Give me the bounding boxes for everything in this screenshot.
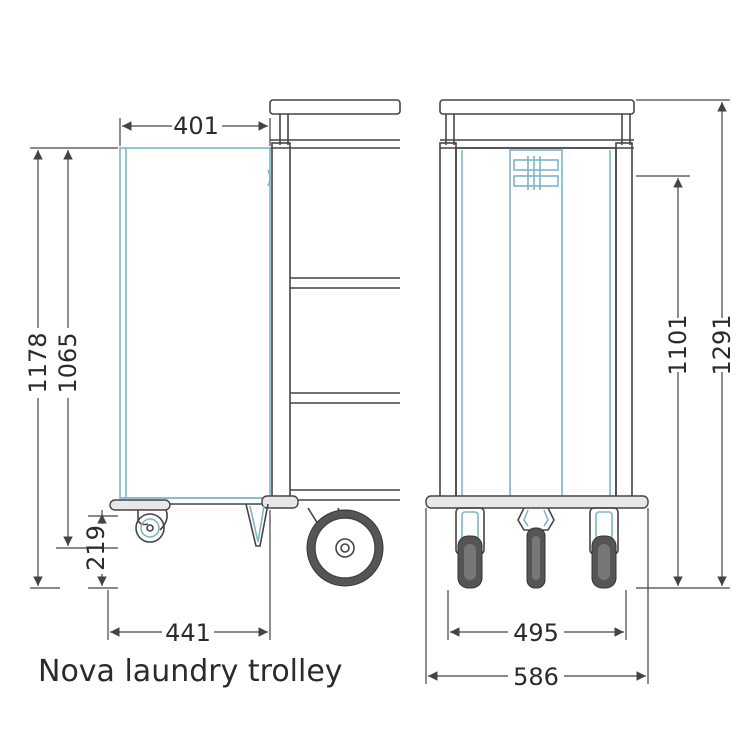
- side-large-caster: [306, 507, 384, 587]
- front-bag-handle: [513, 156, 559, 190]
- front-base-bar: [425, 495, 649, 509]
- dimension-lines: [30, 99, 730, 684]
- dim-441: 441: [165, 619, 211, 647]
- front-upright-right: [615, 142, 633, 502]
- side-top-rail: [269, 99, 401, 115]
- side-base-bar: [109, 499, 171, 511]
- side-laundry-bag: [119, 147, 271, 499]
- front-bag-panel: [509, 149, 563, 499]
- front-view: [425, 99, 649, 589]
- side-small-caster: [135, 509, 168, 543]
- side-foot-bracket: [245, 503, 269, 547]
- front-caster-left: [455, 507, 485, 589]
- front-laundry-bag: [455, 147, 617, 501]
- front-caster-right: [589, 507, 619, 589]
- side-view: [109, 99, 401, 587]
- dim-1178: 1178: [24, 332, 52, 393]
- dim-1291: 1291: [708, 314, 736, 375]
- front-upright-left: [439, 142, 457, 502]
- dim-219: 219: [82, 525, 110, 571]
- dim-586: 586: [513, 663, 559, 691]
- dim-1101: 1101: [664, 314, 692, 375]
- side-upright: [271, 142, 291, 502]
- dim-495: 495: [513, 619, 559, 647]
- dim-401: 401: [173, 112, 219, 140]
- dim-1065: 1065: [54, 332, 82, 393]
- front-top-rail: [439, 99, 635, 115]
- front-caster-middle: [517, 507, 555, 589]
- diagram-title: Nova laundry trolley: [38, 654, 343, 689]
